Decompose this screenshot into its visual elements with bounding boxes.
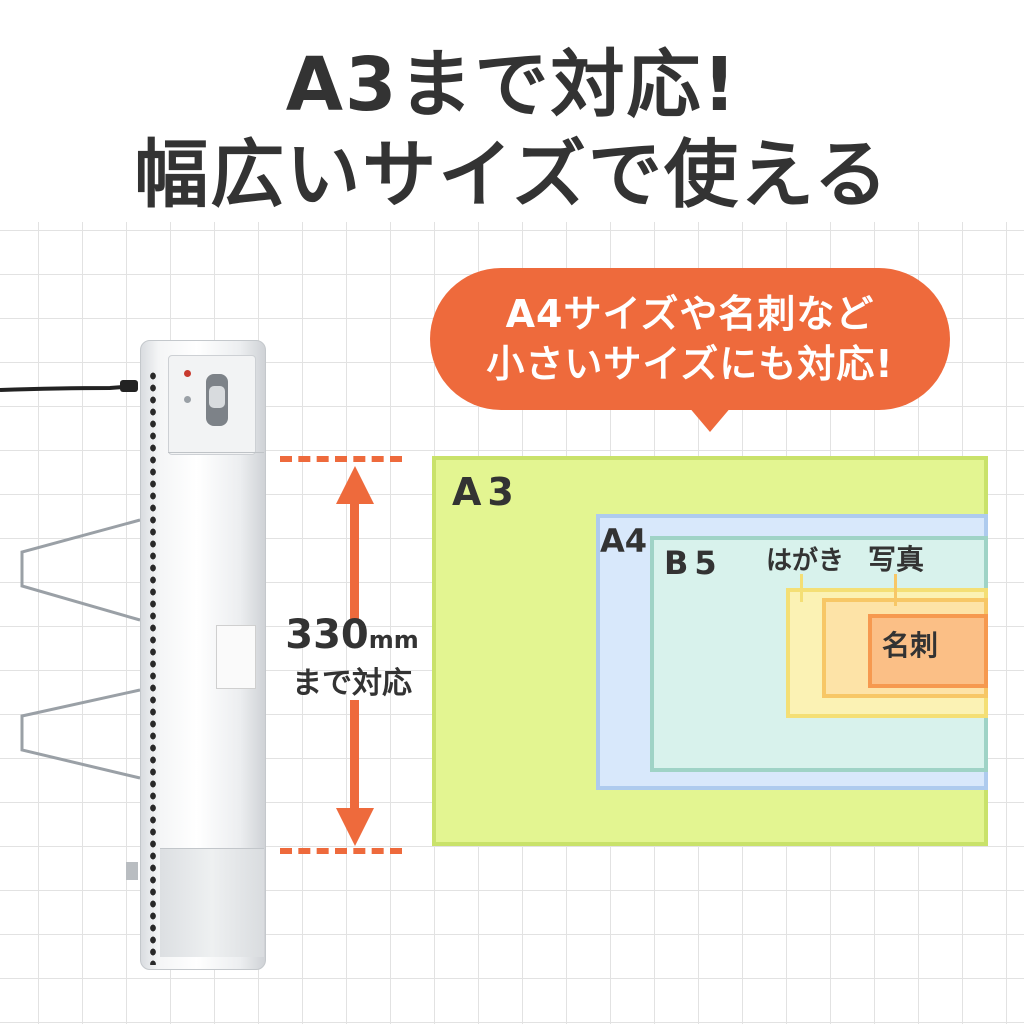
laminator-base	[160, 848, 264, 957]
vent-holes	[148, 370, 160, 965]
callout-tail	[688, 406, 732, 432]
size-meishi-label: 名刺	[882, 629, 939, 662]
size-a4-label: A4	[600, 522, 648, 560]
headline: A3まで対応! 幅広いサイズで使える	[0, 40, 1024, 220]
dimension-number: 330	[285, 612, 369, 658]
callout-line-2: 小さいサイズにも対応!	[486, 342, 894, 386]
size-photo-label: 写真	[868, 543, 925, 576]
indicator-led	[184, 370, 191, 377]
indicator-led	[184, 396, 191, 403]
dimension-bottom-line	[280, 848, 402, 854]
size-hagaki-label: はがき	[766, 546, 845, 576]
warning-label	[216, 625, 256, 689]
power-cord	[0, 380, 138, 392]
laminator-device	[0, 330, 280, 975]
dimension-unit: mm	[368, 626, 419, 654]
hagaki-leader-line	[800, 574, 803, 602]
size-a3-label: A3	[452, 470, 520, 514]
dimension-arrow	[336, 466, 374, 846]
dimension-value: 330mm	[282, 612, 422, 658]
photo-leader-line	[894, 574, 897, 606]
paper-guide-wire	[20, 518, 141, 880]
callout-line-1: A4サイズや名刺など	[505, 292, 875, 336]
power-switch-knob	[209, 386, 225, 408]
headline-line-1: A3まで対応!	[285, 42, 739, 128]
body-seam	[168, 452, 264, 453]
callout-bubble: A4サイズや名刺など 小さいサイズにも対応!	[430, 268, 950, 410]
dimension-caption: まで対応	[292, 666, 412, 701]
size-meishi-box	[868, 614, 988, 688]
size-b5-label: B5	[664, 544, 723, 582]
headline-line-2: 幅広いサイズで使える	[134, 132, 890, 218]
dimension-top-line	[280, 456, 402, 462]
